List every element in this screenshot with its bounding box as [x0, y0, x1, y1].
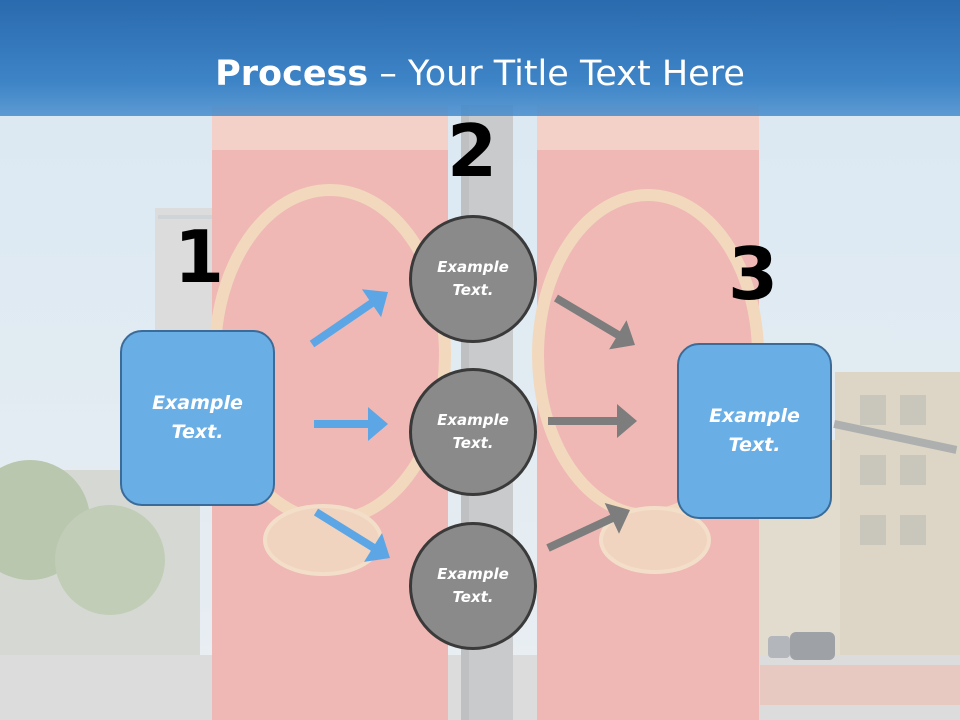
step-box-3: Example Text.: [677, 343, 832, 519]
step-number-3: 3: [727, 232, 779, 316]
step-box-1-label: Example Text.: [152, 392, 243, 443]
circle-bottom-label: Example Text.: [437, 565, 509, 606]
title-bold: Process: [215, 54, 369, 94]
circle-top: Example Text.: [409, 215, 537, 343]
title-bar: [0, 0, 960, 116]
step-number-2: 2: [446, 109, 498, 193]
title-rest: – Your Title Text Here: [368, 54, 745, 94]
circle-top-label: Example Text.: [437, 258, 509, 299]
step-box-3-label: Example Text.: [709, 405, 800, 456]
circle-middle-label: Example Text.: [437, 411, 509, 452]
circle-middle: Example Text.: [409, 368, 537, 496]
step-box-1: Example Text.: [120, 330, 275, 506]
step-number-1: 1: [173, 215, 225, 299]
circle-bottom: Example Text.: [409, 522, 537, 650]
page-title: Process – Your Title Text Here: [0, 52, 960, 96]
